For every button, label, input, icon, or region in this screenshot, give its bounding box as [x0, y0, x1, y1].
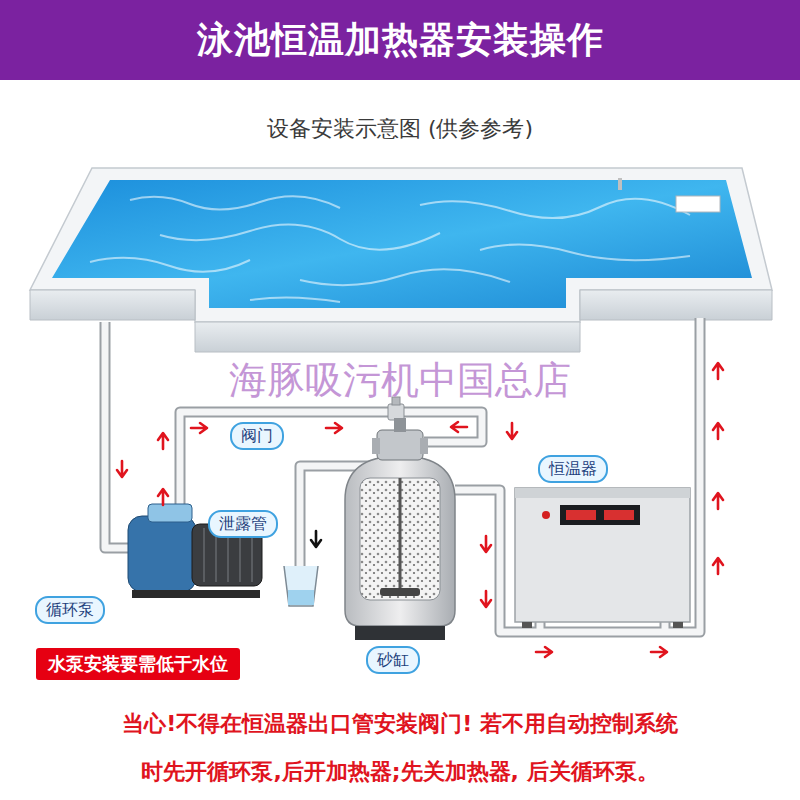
- node-text: 砂缸: [377, 650, 409, 670]
- warning-note: 当心!不得在恒温器出口管安装阀门! 若不用自动控制系统 时先开循环泵,后开加热器…: [117, 700, 683, 796]
- node-text: 水泵安装要需低于水位: [48, 652, 228, 676]
- part-label: 恒温器: [538, 455, 608, 483]
- heater-unit: [515, 488, 690, 628]
- sand-filter: [345, 418, 455, 640]
- watermark: 海豚吸污机中国总店: [0, 358, 800, 402]
- part-label: 泄露管: [208, 510, 278, 538]
- part-label: 循环泵: [35, 596, 105, 624]
- warning-box: 水泵安装要需低于水位: [36, 648, 240, 680]
- node-text: 循环泵: [46, 600, 94, 620]
- waste-bucket: [284, 566, 318, 606]
- pool: [30, 168, 772, 352]
- subtitle: 设备安装示意图 (供参参考): [0, 114, 800, 144]
- waste-arrow: [311, 531, 321, 547]
- node-text: 泄露管: [219, 514, 267, 534]
- page-title: 泳池恒温加热器安装操作: [0, 0, 800, 80]
- node-text: 恒温器: [549, 459, 597, 479]
- node-text: 阀门: [241, 426, 273, 446]
- part-label: 阀门: [230, 422, 284, 450]
- part-label: 砂缸: [366, 646, 420, 674]
- flow-arrows: [117, 363, 723, 657]
